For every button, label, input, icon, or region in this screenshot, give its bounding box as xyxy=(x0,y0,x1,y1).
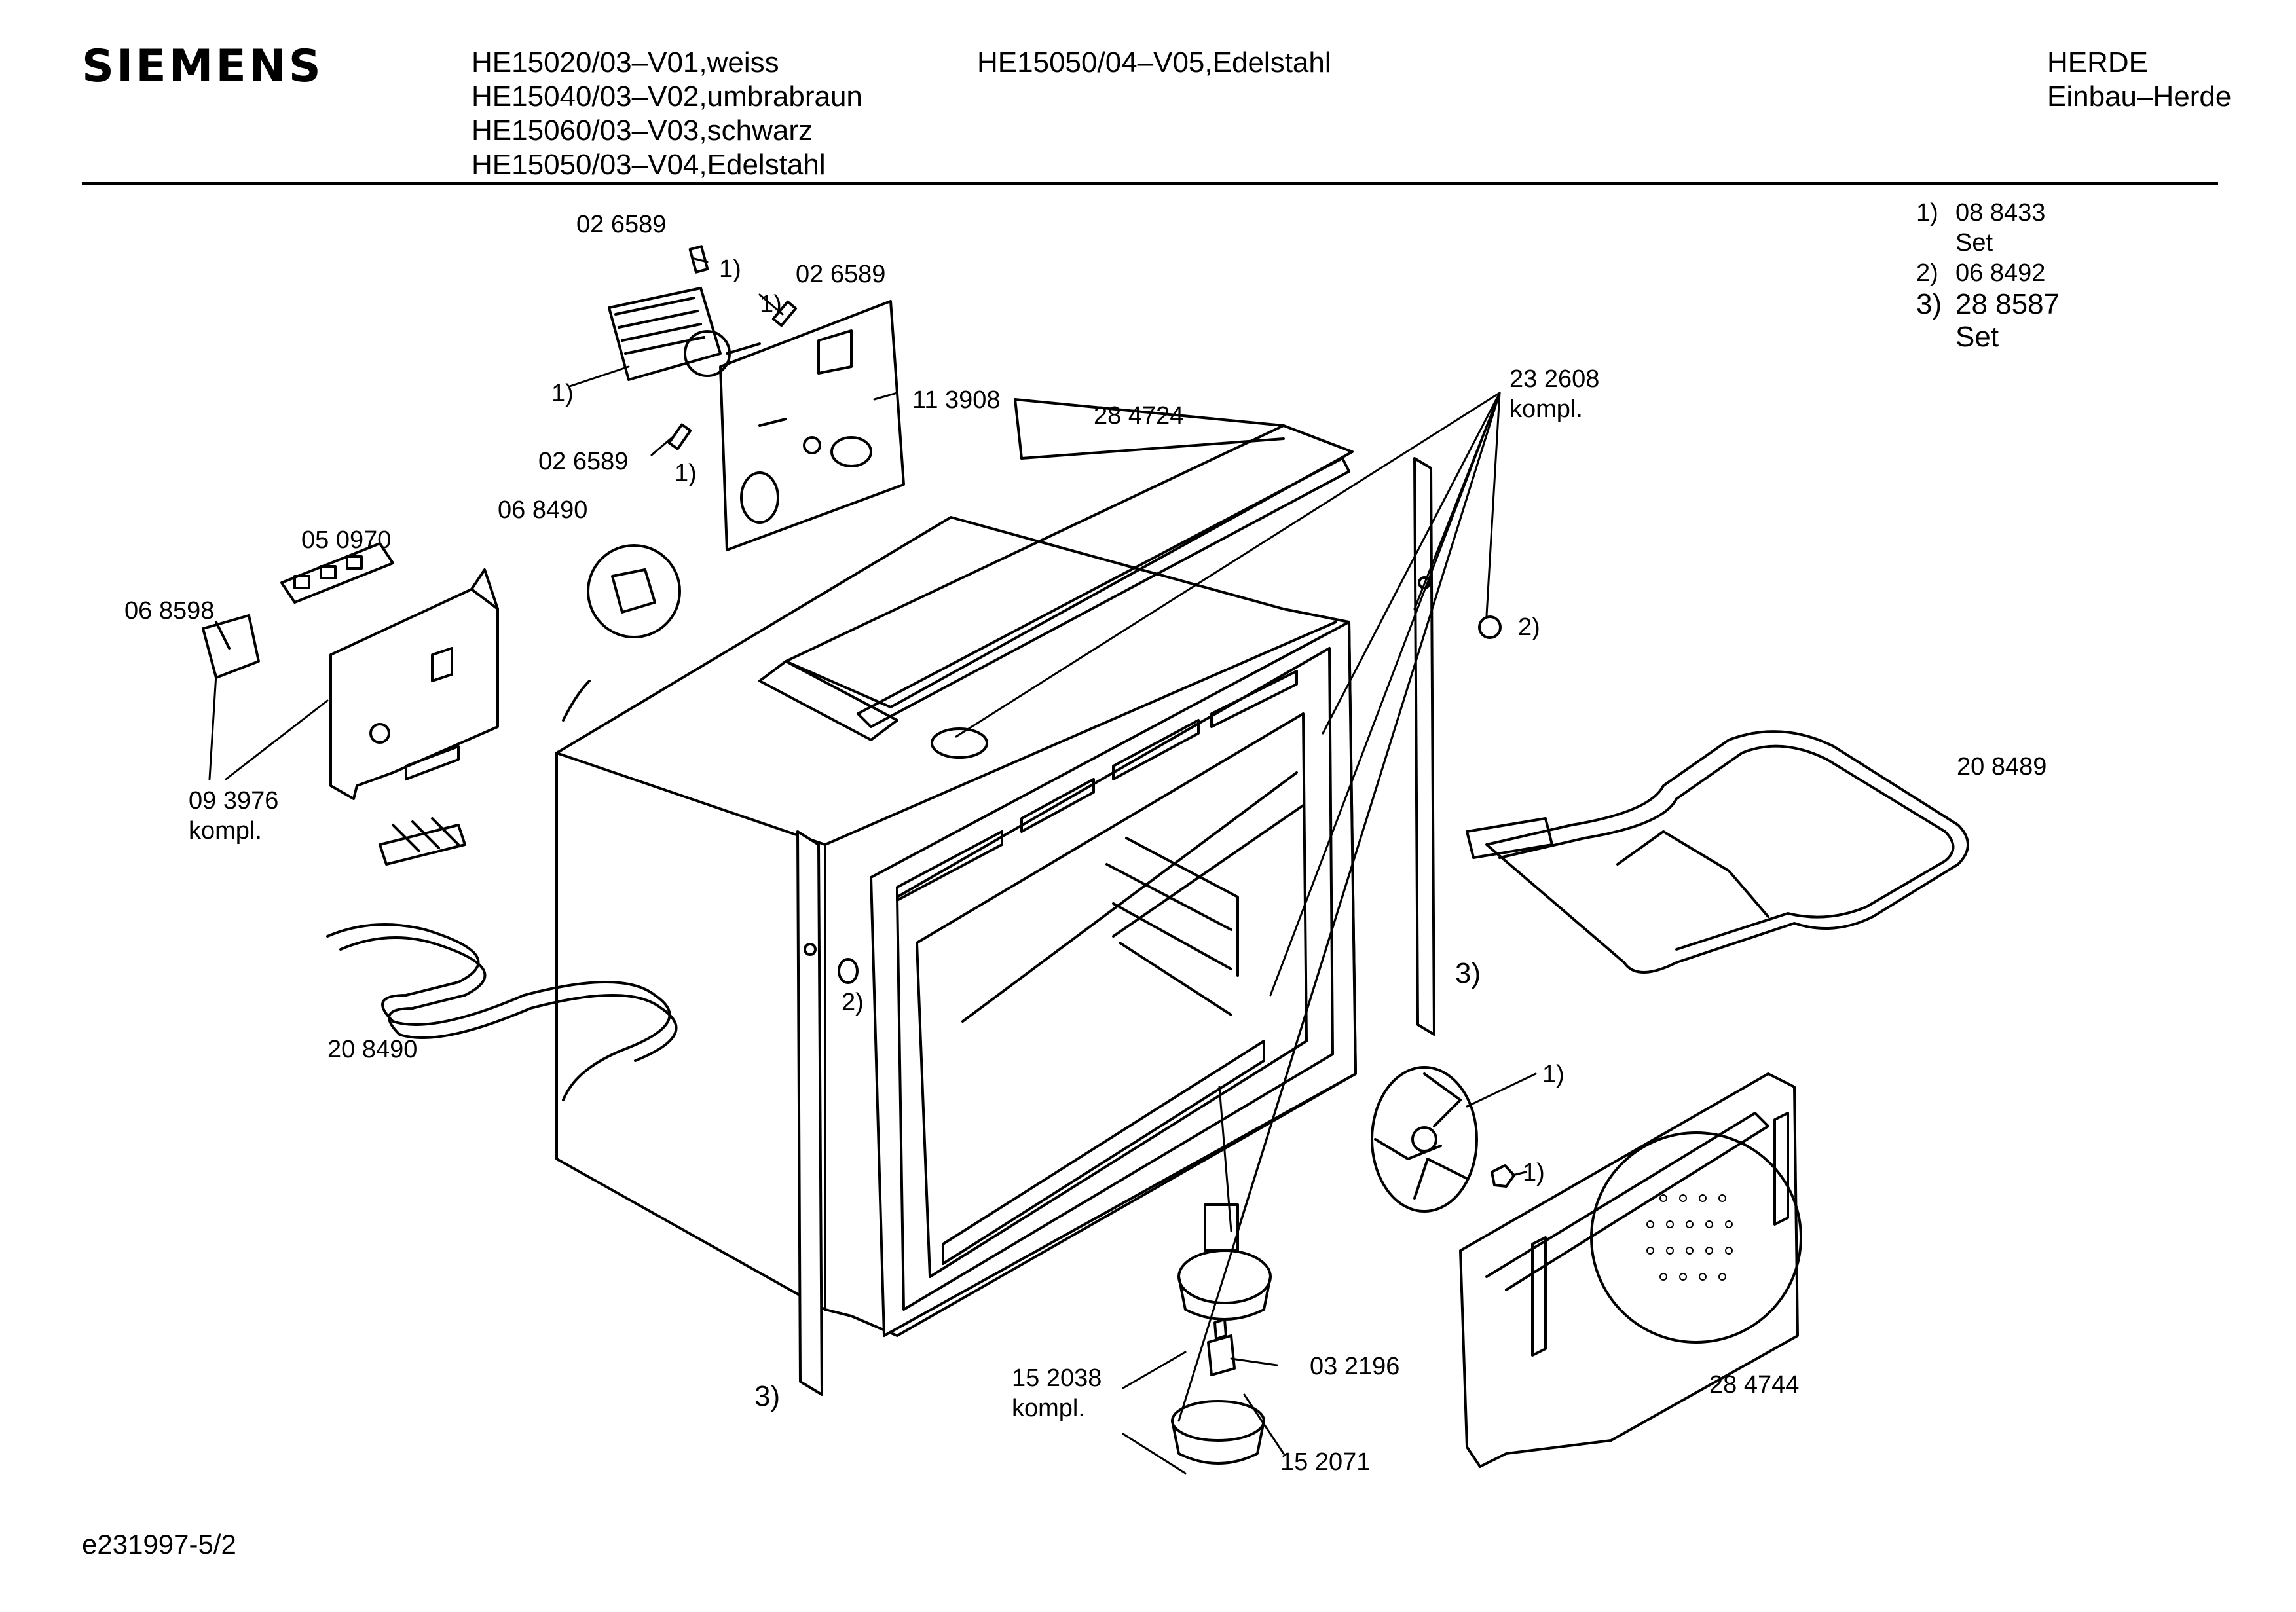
ref-label: 3) xyxy=(754,1380,781,1412)
part-label: 05 0970 xyxy=(301,526,392,554)
part-label: 23 2608 xyxy=(1509,365,1600,393)
category-line: Einbau–Herde xyxy=(2047,81,2232,113)
part-label: 09 3976 xyxy=(189,787,279,815)
legend-key: 1) xyxy=(1916,199,1938,227)
part-label: 15 2071 xyxy=(1280,1448,1371,1476)
part-label: 02 6589 xyxy=(796,261,886,288)
lamp-assembly xyxy=(1177,1203,1272,1321)
rear-panel-top xyxy=(719,300,905,551)
model-list-2: HE15050/04–V05,Edelstahl xyxy=(977,46,1331,80)
part-label: 28 4744 xyxy=(1709,1371,1800,1399)
heating-element-lower xyxy=(326,817,678,1101)
terminal-block xyxy=(280,542,394,604)
model-line: HE15020/03–V01,weiss xyxy=(472,46,779,79)
legend-3-values: 28 8587 Set xyxy=(1955,288,2060,354)
leader-lines xyxy=(208,257,1537,1475)
legend-value: 06 8492 xyxy=(1955,259,2046,287)
ref-label: 1) xyxy=(760,291,782,318)
legend-3: 3) xyxy=(1916,288,1942,321)
ref-label: 1) xyxy=(719,255,741,283)
lamp-cover xyxy=(1171,1400,1265,1465)
bulb-icon xyxy=(1207,1318,1236,1376)
model-line: HE15050/04–V05,Edelstahl xyxy=(977,46,1331,79)
legend-value: Set xyxy=(1955,229,1993,257)
clip-icon xyxy=(667,245,798,450)
category: HERDE Einbau–Herde xyxy=(2047,46,2231,114)
part-label: 02 6589 xyxy=(576,211,667,238)
category-line: HERDE xyxy=(2047,46,2149,79)
control-bracket xyxy=(329,568,499,800)
part-label: kompl. xyxy=(1509,395,1583,423)
legend-key: 2) xyxy=(1916,259,1938,287)
legend-key: 3) xyxy=(1916,288,1942,320)
legend-1-values: 08 8433 Set xyxy=(1955,198,2045,258)
ref-label: 2) xyxy=(1518,614,1540,641)
drawing-reference: e231997-5/2 xyxy=(82,1529,236,1560)
part-label: 11 3908 xyxy=(912,386,1001,414)
legend-1: 1) xyxy=(1916,198,1938,228)
ref-label: 1) xyxy=(1542,1061,1565,1088)
model-line: HE15040/03–V02,umbrabraun xyxy=(472,81,862,113)
legend-value: Set xyxy=(1955,321,1999,353)
legend-2-values: 06 8492 xyxy=(1955,258,2045,288)
switch-icon xyxy=(202,614,260,679)
grommet-icon xyxy=(838,615,1502,984)
part-label: 06 8490 xyxy=(498,496,588,524)
heating-element-upper xyxy=(1466,730,1969,974)
model-line: HE15060/03–V03,schwarz xyxy=(472,115,813,147)
ref-label: 3) xyxy=(1455,957,1481,989)
part-label: 15 2038 xyxy=(1012,1365,1102,1392)
side-rail-right xyxy=(1413,457,1435,1036)
part-label: 03 2196 xyxy=(1310,1353,1400,1380)
legend-2: 2) xyxy=(1916,258,1938,288)
brand-logo: SIEMENS xyxy=(82,41,324,92)
part-label: 20 8489 xyxy=(1957,753,2047,780)
part-label: kompl. xyxy=(1012,1395,1085,1422)
ref-label: 1) xyxy=(551,380,574,407)
ref-label: 1) xyxy=(675,460,697,487)
nut-icon xyxy=(1491,1164,1515,1188)
header-divider xyxy=(82,182,2218,185)
side-rail-left xyxy=(796,830,823,1396)
oven-cavity xyxy=(555,398,1357,1337)
part-label: 28 4724 xyxy=(1094,402,1184,430)
model-list-1: HE15020/03–V01,weiss HE15040/03–V02,umbr… xyxy=(472,46,862,182)
legend-value: 28 8587 xyxy=(1955,288,2060,320)
ref-label: 1) xyxy=(1523,1159,1545,1186)
part-label: 06 8598 xyxy=(124,597,215,625)
part-label: 20 8490 xyxy=(327,1036,418,1063)
legend-value: 08 8433 xyxy=(1955,199,2046,227)
fan-wheel xyxy=(1371,1066,1478,1213)
part-label: kompl. xyxy=(189,817,262,845)
ref-label: 2) xyxy=(842,989,864,1016)
part-label: 02 6589 xyxy=(538,448,629,475)
thermostat-detail xyxy=(562,544,681,722)
fan-motor xyxy=(608,287,761,381)
fan-cover xyxy=(1459,1072,1802,1468)
model-line: HE15050/03–V04,Edelstahl xyxy=(472,149,826,181)
